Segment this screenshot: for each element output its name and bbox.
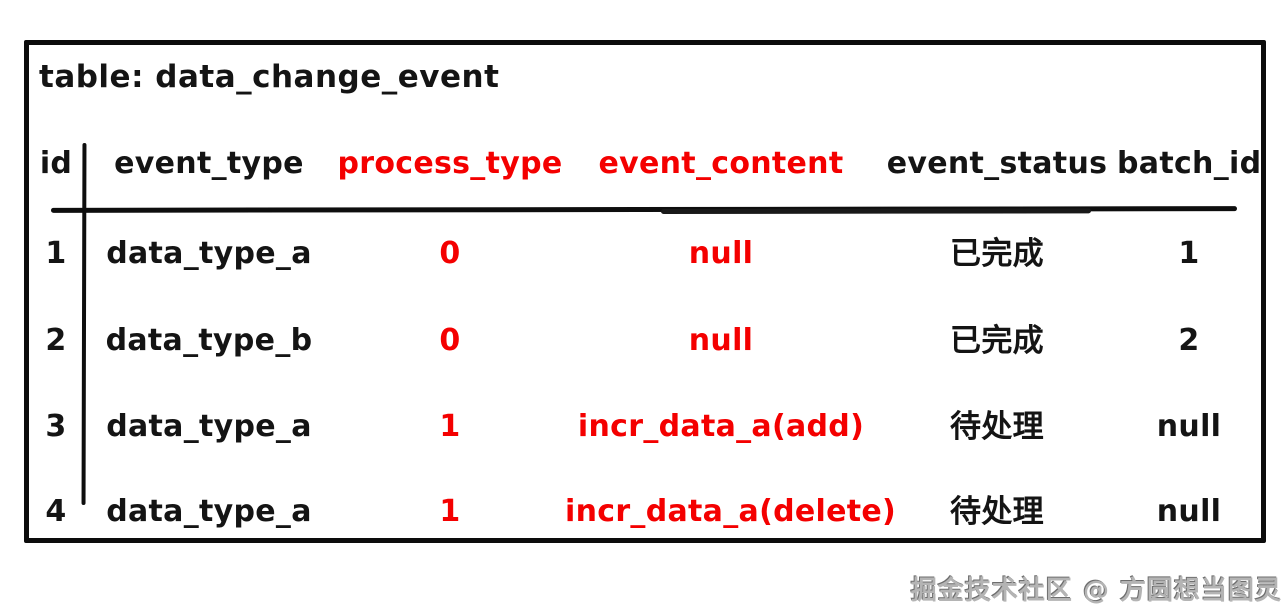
watermark-text: 掘金技术社区 @ 方圆想当图灵 bbox=[910, 576, 1282, 606]
cell-id: 4 bbox=[45, 494, 67, 529]
header-cell-event-content: event_content bbox=[598, 146, 844, 181]
header-cell-id: id bbox=[39, 146, 73, 181]
cell-event-status: 待处理 bbox=[950, 409, 1044, 445]
table-diagram-box: table: data_change_event id event_type p… bbox=[24, 40, 1266, 543]
header-divider-line bbox=[50, 206, 1238, 213]
table-row: 4 data_type_a 1 incr_data_a(delete) 待处理 … bbox=[29, 489, 1261, 535]
cell-id: 3 bbox=[45, 409, 67, 444]
cell-event-content: null bbox=[688, 236, 754, 271]
cell-process-type: 1 bbox=[439, 409, 461, 444]
cell-batch-id: 1 bbox=[1178, 236, 1200, 271]
table-title: table: data_change_event bbox=[39, 59, 500, 95]
table-row: 1 data_type_a 0 null 已完成 1 bbox=[29, 231, 1261, 277]
cell-event-content: null bbox=[688, 323, 754, 358]
header-cell-event-type: event_type bbox=[114, 146, 304, 181]
cell-event-type: data_type_b bbox=[105, 323, 313, 358]
cell-id: 2 bbox=[45, 323, 67, 358]
table-row: 3 data_type_a 1 incr_data_a(add) 待处理 nul… bbox=[29, 404, 1261, 450]
cell-process-type: 1 bbox=[439, 494, 461, 529]
header-cell-process-type: process_type bbox=[337, 146, 563, 181]
cell-event-status: 已完成 bbox=[950, 236, 1044, 272]
cell-event-type: data_type_a bbox=[106, 236, 312, 271]
cell-event-content: incr_data_a(add) bbox=[577, 409, 865, 444]
header-cell-event-status: event_status bbox=[886, 146, 1108, 181]
cell-process-type: 0 bbox=[439, 323, 461, 358]
cell-batch-id: 2 bbox=[1178, 323, 1200, 358]
header-cell-batch-id: batch_id bbox=[1117, 146, 1262, 181]
cell-event-status: 已完成 bbox=[950, 323, 1044, 359]
table-row: 2 data_type_b 0 null 已完成 2 bbox=[29, 318, 1261, 364]
cell-batch-id: null bbox=[1156, 409, 1222, 444]
table-header-row: id event_type process_type event_content… bbox=[29, 141, 1261, 187]
cell-id: 1 bbox=[45, 236, 67, 271]
cell-process-type: 0 bbox=[439, 236, 461, 271]
cell-event-type: data_type_a bbox=[106, 409, 312, 444]
cell-event-type: data_type_a bbox=[106, 494, 312, 529]
cell-batch-id: null bbox=[1156, 494, 1222, 529]
cell-event-status: 待处理 bbox=[950, 494, 1044, 530]
cell-event-content: incr_data_a(delete) bbox=[565, 494, 897, 529]
